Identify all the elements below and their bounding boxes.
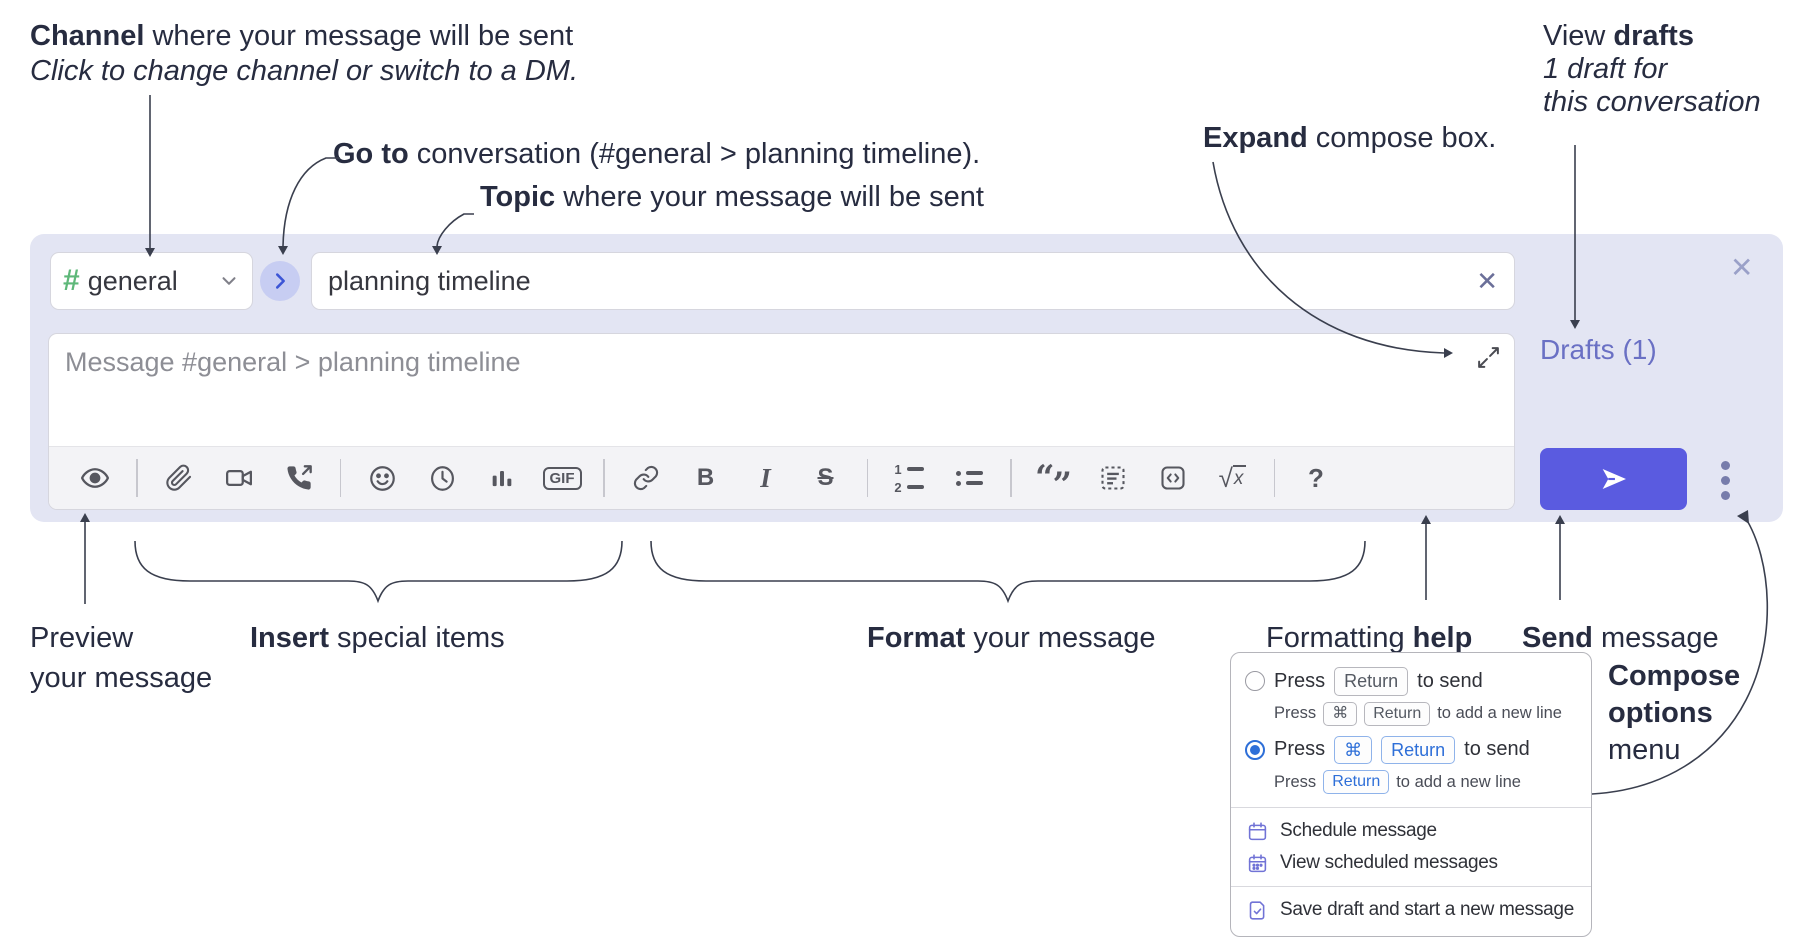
bold-icon[interactable]: B [696,464,715,491]
cmd-keycap: ⌘ [1323,701,1358,726]
return-keycap: Return [1323,770,1390,794]
preview-eye-icon[interactable] [65,463,125,493]
formatting-help-annotation: Formatting help [1266,622,1473,654]
message-placeholder: Message #general > planning timeline [65,347,521,377]
preview-annotation-line2: your message [30,662,213,694]
attach-icon[interactable] [149,464,209,492]
toolbar-divider [339,459,341,497]
gif-icon[interactable]: GIF [532,466,592,490]
menu-divider [1231,807,1591,808]
channel-name: general [87,265,178,296]
menu-radio-cmd-return-subtext: Press Return to add a new line [1231,768,1591,800]
ordered-list-icon[interactable]: 1 2 [879,463,939,494]
toolbar-divider [136,459,138,497]
channel-annotation: Channel where your message will be sent [30,20,574,52]
goto-annotation: Go to conversation (#general > planning … [333,138,981,170]
format-annotation: Format your message [867,622,1156,654]
menu-radio-return-subtext: Press ⌘ Return to add a new line [1231,700,1591,732]
compose-options-kebab-icon[interactable] [1710,450,1740,510]
insert-annotation: Insert special items [250,622,505,654]
close-icon[interactable]: ✕ [1730,252,1754,283]
menu-radio-return-to-send[interactable]: Press Return to send [1231,663,1591,700]
emoji-icon[interactable] [352,464,412,493]
expand-annotation: Expand compose box. [1203,122,1497,154]
drafts-annotation: View drafts 1 draft for this conversatio… [1543,20,1761,118]
send-icon [1602,469,1626,489]
compose-options-annotation: Compose options menu [1608,660,1741,766]
chevron-right-icon [275,273,285,289]
formatting-toolbar: GIF B I S 1 2 [49,446,1514,509]
compose-box: # general planning timeline ✕ ✕ Message … [30,234,1783,522]
toolbar-divider [866,459,868,497]
message-textarea[interactable]: Message #general > planning timeline [48,333,1515,510]
cmd-keycap: ⌘ [1334,735,1373,764]
return-keycap: Return [1364,701,1431,726]
radio-selected-icon[interactable] [1245,739,1265,760]
topic-annotation: Topic where your message will be sent [480,181,984,213]
call-icon[interactable] [269,464,329,492]
link-icon[interactable] [616,464,676,492]
menu-item-save-draft[interactable]: Save draft and start a new message [1231,894,1591,926]
menu-divider [1231,886,1591,887]
channel-annotation-subtitle: Click to change channel or switch to a D… [30,55,579,87]
channel-hash-icon: # [63,264,80,297]
calendar-icon [1248,821,1267,840]
menu-item-schedule-message[interactable]: Schedule message [1231,815,1591,847]
menu-radio-cmd-return-to-send[interactable]: Press ⌘ Return to send [1231,732,1591,769]
menu-item-view-scheduled[interactable]: View scheduled messages [1231,847,1591,879]
return-keycap: Return [1381,735,1456,764]
calendar-dots-icon [1248,853,1267,872]
chevron-down-icon [222,277,236,285]
send-message-annotation: Send message [1522,622,1719,654]
clear-topic-icon[interactable]: ✕ [1476,266,1498,296]
return-keycap: Return [1334,667,1409,696]
topic-input[interactable]: planning timeline ✕ [311,252,1515,310]
radio-unselected-icon[interactable] [1245,671,1265,692]
clock-icon[interactable] [412,464,472,493]
expand-icon[interactable] [1476,345,1501,370]
code-icon[interactable] [1143,464,1203,492]
preview-annotation: Preview [30,622,134,654]
italic-icon[interactable]: I [760,462,771,493]
code-block-icon[interactable] [1083,464,1143,492]
video-icon[interactable] [209,463,269,493]
strikethrough-icon[interactable]: S [817,464,834,491]
compose-options-menu: Press Return to send Press ⌘ Return to a… [1230,652,1592,937]
toolbar-divider [1010,459,1012,497]
channel-selector[interactable]: # general [50,252,253,310]
send-button[interactable] [1540,448,1687,510]
formula-icon[interactable]: √x [1203,465,1263,491]
poll-icon[interactable] [472,464,532,492]
toolbar-divider [603,459,605,497]
bullet-list-icon[interactable] [939,470,999,486]
goto-conversation-button[interactable] [260,261,300,301]
draft-check-icon [1249,900,1265,920]
help-icon[interactable]: ? [1308,462,1324,493]
topic-value: planning timeline [328,265,531,296]
toolbar-divider [1273,459,1275,497]
drafts-link[interactable]: Drafts (1) [1540,334,1657,365]
quote-icon[interactable]: “” [1034,457,1072,505]
